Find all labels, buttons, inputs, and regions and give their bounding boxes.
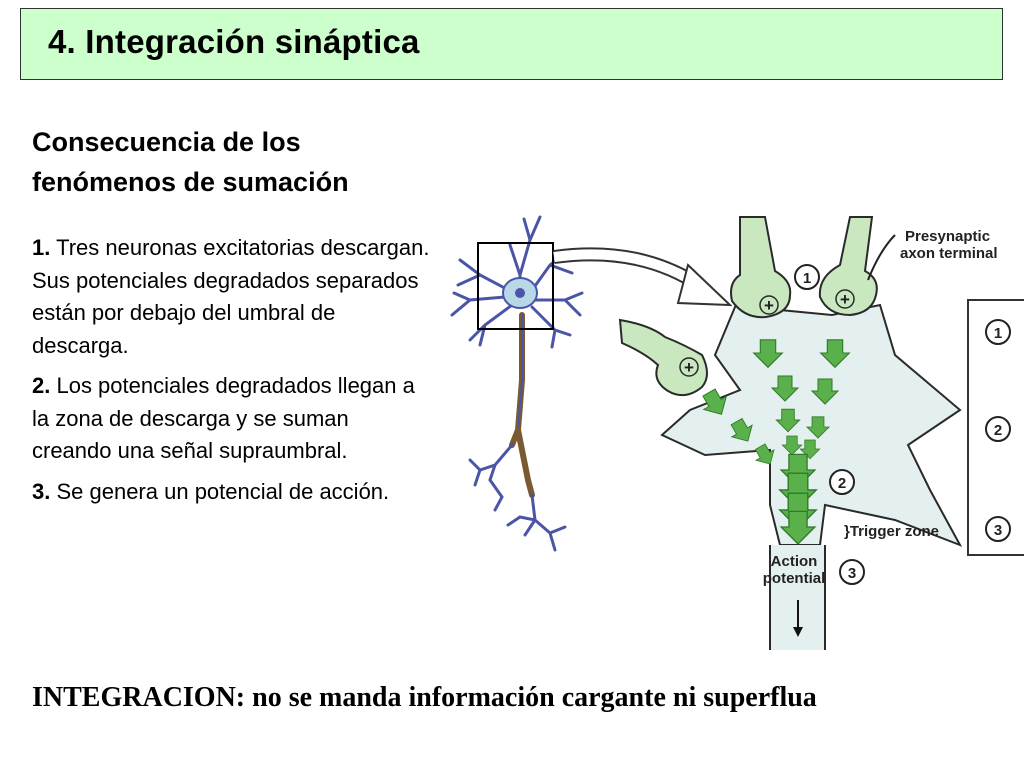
point-number: 2.	[32, 373, 51, 398]
plus-sign: +	[764, 296, 774, 315]
trigger-zone-label: }Trigger zone	[844, 523, 939, 540]
page-title: 4. Integración sináptica	[48, 23, 420, 60]
point-text: Los potenciales degradados llegan a la z…	[32, 373, 415, 463]
list-item: 1. Tres neuronas excitatorias descargan.…	[32, 232, 432, 362]
point-text: Se genera un potencial de acción.	[50, 478, 390, 504]
legend-item-1: 1	[994, 325, 1002, 342]
section-subtitle: Consecuencia de los fenómenos de sumació…	[32, 127, 349, 197]
zoom-arrow-head	[676, 263, 733, 307]
point-text: Tres neuronas excitatorias descargan. Su…	[32, 235, 430, 358]
conclusion-text: INTEGRACION: no se manda información car…	[32, 682, 817, 713]
step-badge-3	[839, 559, 865, 585]
large-neuron-body	[660, 293, 963, 547]
step-badge-1	[794, 264, 820, 290]
plus-sign: +	[840, 290, 850, 309]
point-number: 1.	[32, 235, 51, 260]
point-number: 3.	[32, 478, 51, 504]
small-neuron-illustration	[450, 215, 584, 552]
presynaptic-label-line2: axon terminal	[900, 245, 998, 262]
axon-direction-arrow	[793, 627, 803, 637]
step-badge-2	[829, 469, 855, 495]
plus-sign: +	[684, 358, 694, 377]
action-potential-label: Action	[771, 553, 818, 570]
presynaptic-label: Presynaptic	[905, 228, 990, 245]
legend-panel	[967, 299, 1024, 556]
zoom-arrow	[553, 249, 705, 292]
legend-item-3: 3	[994, 522, 1002, 539]
title-banner: 4. Integración sináptica	[20, 8, 1003, 80]
step-badge-1-label: 1	[803, 270, 811, 287]
presynaptic-terminals	[618, 216, 878, 397]
list-item: 2. Los potenciales degradados llegan a l…	[32, 370, 432, 468]
synaptic-integration-diagram: + + + Presynaptic axon terminal 1 2 }Tri…	[450, 215, 1024, 650]
legend-item-2: 2	[994, 422, 1002, 439]
zoom-box	[477, 242, 554, 330]
step-badge-2-label: 2	[838, 475, 846, 492]
explanation-list: 1. Tres neuronas excitatorias descargan.…	[32, 232, 432, 516]
small-neuron-nucleus	[515, 288, 525, 298]
presynaptic-pointer	[867, 234, 896, 281]
list-item: 3. Se genera un potencial de acción.	[32, 476, 432, 509]
step-badge-3-label: 3	[848, 565, 856, 582]
action-potential-label-line2: potential	[763, 570, 826, 587]
